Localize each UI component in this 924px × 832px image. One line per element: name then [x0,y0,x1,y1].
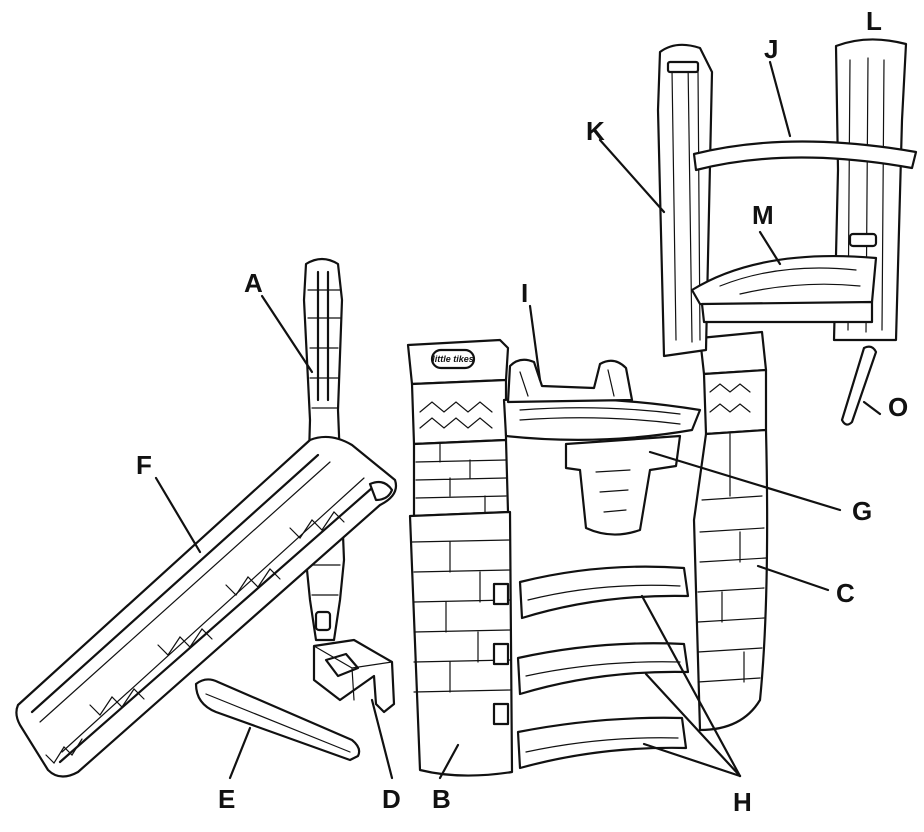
part-g-deck [502,397,702,536]
label-g: G [852,496,872,526]
part-k-left-post [656,43,714,358]
leader-i [528,304,542,382]
label-l: L [866,6,882,36]
brand-text: little tikes [432,354,474,364]
part-o-pin [840,345,878,426]
leader-b [438,743,460,780]
label-k: K [586,116,605,146]
part-i-seat [506,358,634,404]
label-h: H [733,787,752,817]
part-e-wedge [194,678,361,762]
label-j: J [764,34,778,64]
leader-h-2 [644,672,742,778]
part-labels: A F E D B H I K J L M O G C [136,6,908,817]
label-b: B [432,784,451,814]
leader-d [370,698,394,780]
leader-o [862,400,882,416]
label-f: F [136,450,152,480]
label-c: C [836,578,855,608]
leader-f [154,476,202,554]
part-d-connector [312,638,396,714]
leader-e [228,726,252,780]
leader-j [768,60,792,138]
leader-h-1 [640,594,742,778]
part-m-platform [690,255,878,324]
leader-m [758,230,782,266]
leader-a [260,294,314,374]
part-b-left-wall: little tikes [406,338,514,777]
leader-lines [154,60,882,780]
label-i: I [521,278,528,308]
part-f-slide [15,435,398,778]
leader-g [648,450,842,512]
label-d: D [382,784,401,814]
leader-c [756,564,830,592]
label-a: A [244,268,263,298]
leader-k [598,138,666,214]
part-c-right-wall [692,330,769,732]
brand-badge [430,348,476,370]
part-h-benches [516,565,690,770]
part-j-top-rail [692,140,918,172]
label-e: E [218,784,235,814]
label-o: O [888,392,908,422]
label-m: M [752,200,774,230]
leader-h-3 [642,742,742,778]
